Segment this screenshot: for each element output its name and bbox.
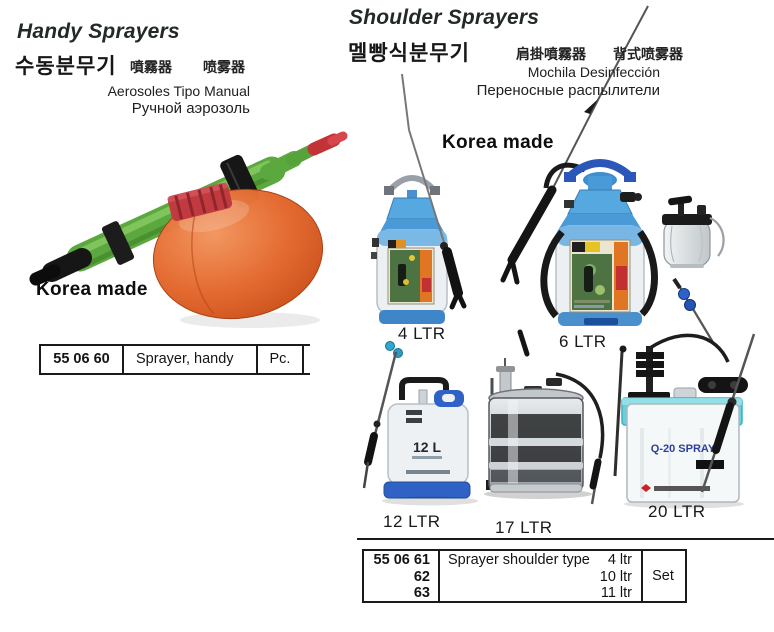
right-product-unit: Set (652, 568, 674, 584)
right-product-capacities: 4 ltr 10 ltr 11 ltr (558, 552, 632, 602)
right-product-codes: 55 06 61 62 63 (364, 552, 430, 602)
left-product-code: 55 06 60 (53, 351, 110, 367)
right-capacity-1: 4 ltr (607, 552, 632, 568)
left-table-vline-2 (122, 344, 124, 375)
nozzle-parts-photo (672, 277, 715, 345)
left-product-description: Sprayer, handy (136, 351, 234, 367)
right-table-rule-top (362, 549, 687, 551)
right-product-code-2: 62 (413, 568, 430, 585)
left-table-rule-top (39, 344, 310, 346)
left-table-vline-1 (39, 344, 41, 375)
right-table-vline-3 (641, 549, 643, 603)
right-section-title: Shoulder Sprayers (349, 6, 540, 29)
caption-12ltr: 12 LTR (383, 512, 441, 531)
stainless-hand-sprayer-photo (662, 195, 725, 268)
right-title-spanish: Mochila Desinfección (527, 64, 660, 80)
left-table-rule-bottom (39, 373, 310, 375)
left-table-vline-3 (256, 344, 258, 375)
right-section-divider (357, 538, 774, 540)
sprayer-17ltr-photo (484, 358, 605, 505)
left-section-title: Handy Sprayers (17, 20, 180, 43)
right-origin-label: Korea made (442, 132, 554, 153)
left-origin-label: Korea made (36, 279, 148, 300)
caption-6ltr: 6 LTR (559, 332, 607, 351)
handy-sprayer-photo (29, 131, 348, 328)
sprayer-20ltr-photo: Q-20 SPRAY (613, 333, 756, 509)
sprayer-4ltr-photo (371, 73, 467, 324)
right-table-vline-2 (438, 549, 440, 603)
right-table-rule-bottom (362, 601, 687, 603)
caption-20ltr: 20 LTR (648, 502, 706, 521)
caption-4ltr: 4 LTR (398, 324, 446, 343)
sprayer-20ltr-body-label: Q-20 SPRAY (651, 443, 716, 455)
left-title-chinese-simplified: 喷雾器 (203, 59, 245, 75)
sprayer-12ltr-body-label: 12 L (413, 439, 441, 455)
left-title-korean: 수동분무기 (15, 55, 117, 78)
left-product-unit: Pc. (269, 351, 291, 367)
right-product-code-1: 55 06 61 (373, 552, 430, 568)
sprayer-6ltr-photo (500, 5, 658, 357)
left-title-chinese-traditional: 噴霧器 (130, 59, 172, 75)
left-title-spanish: Aerosoles Tipo Manual (107, 83, 250, 99)
right-table-vline-1 (362, 549, 364, 603)
sprayer-12ltr-photo: 12 L (362, 341, 478, 506)
right-capacity-2: 10 ltr (599, 568, 632, 585)
left-title-russian: Ручной аэрозоль (131, 100, 250, 117)
left-table-vline-4 (302, 344, 304, 375)
caption-17ltr: 17 LTR (495, 518, 553, 537)
right-product-description: Sprayer shoulder type (448, 552, 590, 568)
right-capacity-3: 11 ltr (600, 585, 632, 601)
right-table-vline-4 (685, 549, 687, 603)
right-product-code-3: 63 (413, 585, 430, 601)
right-title-korean: 멜빵식분무기 (348, 42, 470, 65)
right-title-chinese-simplified: 背式喷雾器 (613, 46, 683, 62)
right-title-russian: Переносные распылители (476, 82, 660, 99)
right-title-chinese-traditional: 肩掛噴霧器 (516, 46, 586, 62)
